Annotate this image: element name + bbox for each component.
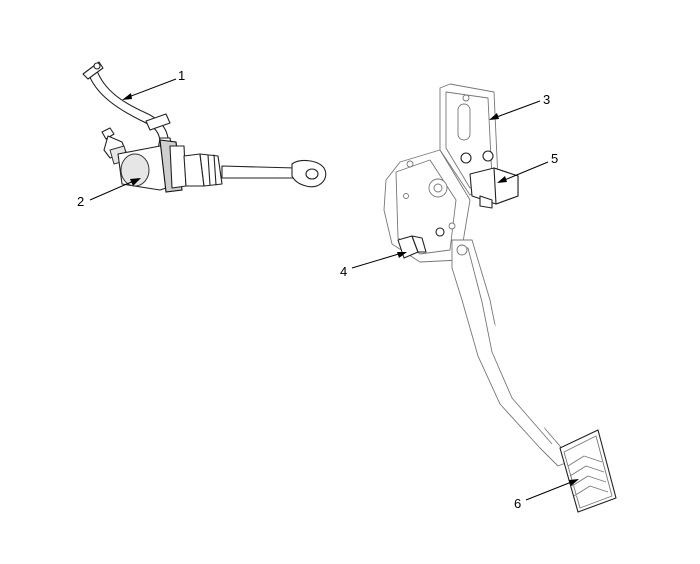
callout-label-1: 1 — [178, 68, 185, 83]
pedal-bracket — [383, 83, 499, 263]
callout-label-6: 6 — [514, 496, 521, 511]
leader-2 — [89, 179, 137, 201]
leader-3 — [493, 100, 541, 119]
callout-label-5: 5 — [551, 151, 558, 166]
pedal-arm — [451, 239, 569, 467]
callout-label-2: 2 — [77, 194, 84, 209]
pedal-pad — [559, 429, 617, 513]
callout-labels: 1 2 3 4 5 6 — [77, 68, 558, 511]
callout-label-4: 4 — [340, 264, 347, 279]
master-cylinder — [101, 127, 327, 193]
leader-4 — [351, 252, 403, 269]
leader-1 — [125, 78, 177, 99]
ignition-lock-switch — [469, 167, 519, 209]
leader-6 — [525, 480, 575, 501]
callout-leaders — [89, 78, 579, 501]
leader-5 — [501, 161, 549, 182]
callout-label-3: 3 — [543, 92, 550, 107]
clutch-hose — [82, 61, 173, 151]
